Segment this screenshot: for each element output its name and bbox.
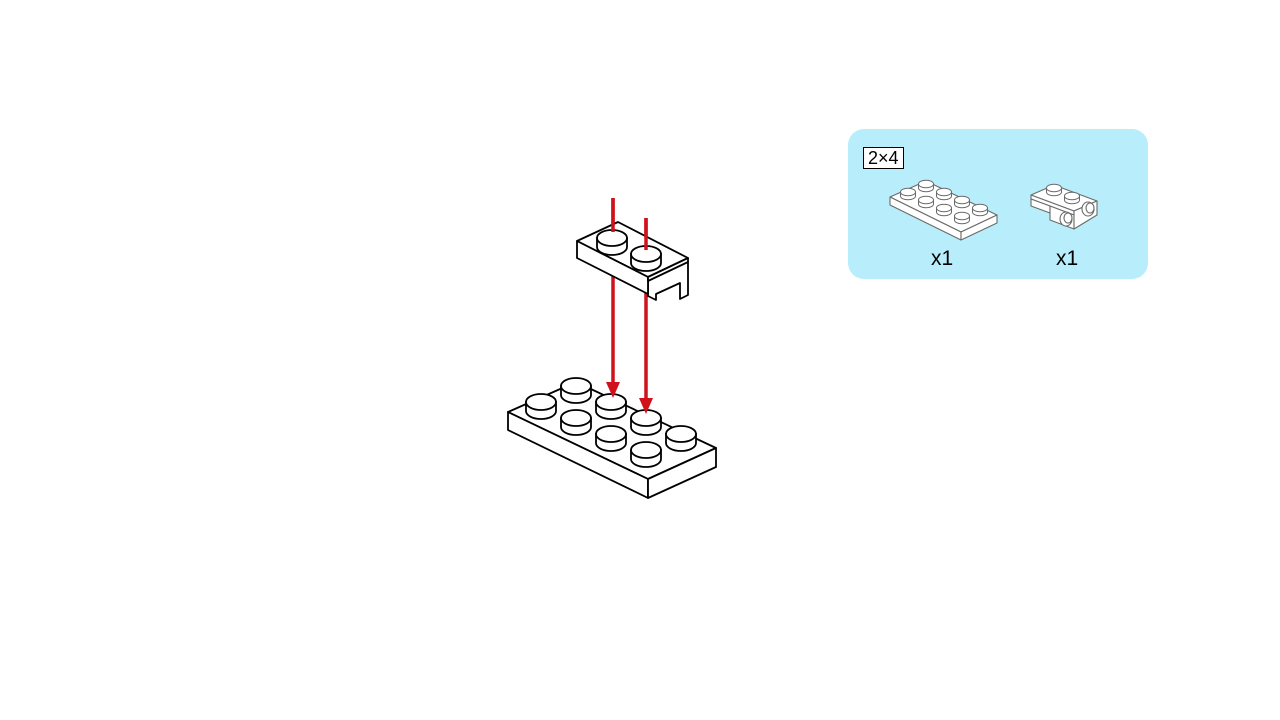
plate-2x4-studs	[525, 377, 697, 468]
stud	[936, 187, 952, 201]
stud	[525, 393, 557, 420]
bracket-quantity: x1	[1056, 247, 1079, 270]
insertion-arrows-top	[611, 198, 648, 250]
stud	[918, 179, 934, 193]
bracket-1x2-icon	[1030, 183, 1098, 230]
stud	[560, 377, 592, 404]
stud	[1046, 183, 1062, 197]
bracket-1x2-studs	[596, 229, 662, 272]
stud	[954, 211, 970, 225]
size-label-badge: 2×4	[863, 147, 904, 169]
stud	[665, 425, 697, 452]
stud	[560, 409, 592, 436]
side-stud-top	[1085, 202, 1095, 214]
plate-2x4-icon	[889, 179, 998, 241]
stud	[630, 441, 662, 468]
stud	[595, 393, 627, 420]
stud	[954, 195, 970, 209]
stud	[1064, 191, 1080, 205]
stud	[630, 245, 662, 272]
stud	[972, 203, 988, 217]
side-stud-top	[1063, 212, 1073, 224]
stud	[595, 425, 627, 452]
stud	[936, 203, 952, 217]
stud	[900, 187, 916, 201]
stud	[596, 229, 628, 256]
stud	[918, 195, 934, 209]
parts-callout: 2×4 x1 x1	[848, 129, 1148, 279]
plate-quantity: x1	[931, 247, 954, 270]
stud	[630, 409, 662, 436]
